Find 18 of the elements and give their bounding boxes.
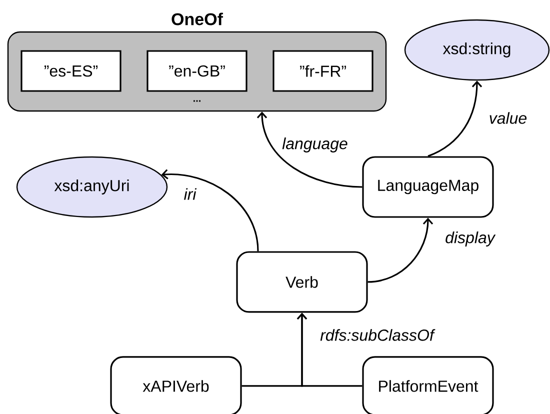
value-box: ”en-GB” bbox=[146, 50, 248, 92]
edge-label: rdfs:subClassOf bbox=[319, 328, 436, 342]
arrow bbox=[256, 112, 362, 188]
node-label: OneOf bbox=[172, 12, 224, 26]
edge-label: display bbox=[444, 230, 496, 248]
arrow bbox=[296, 312, 362, 387]
class-box: xAPIVerb bbox=[110, 356, 242, 414]
arrow bbox=[368, 218, 434, 283]
class-box: PlatformEvent bbox=[362, 356, 494, 414]
value-box: ”es-ES” bbox=[20, 50, 122, 92]
value-box: ”fr-FR” bbox=[272, 50, 374, 92]
class-box: Verb bbox=[236, 251, 368, 313]
edge-label: language bbox=[281, 136, 349, 154]
edge-label: value bbox=[488, 111, 528, 125]
arrow bbox=[428, 80, 482, 157]
class-box: LanguageMap bbox=[362, 156, 494, 218]
edge-label: iri bbox=[182, 187, 198, 201]
arrow bbox=[161, 169, 259, 252]
